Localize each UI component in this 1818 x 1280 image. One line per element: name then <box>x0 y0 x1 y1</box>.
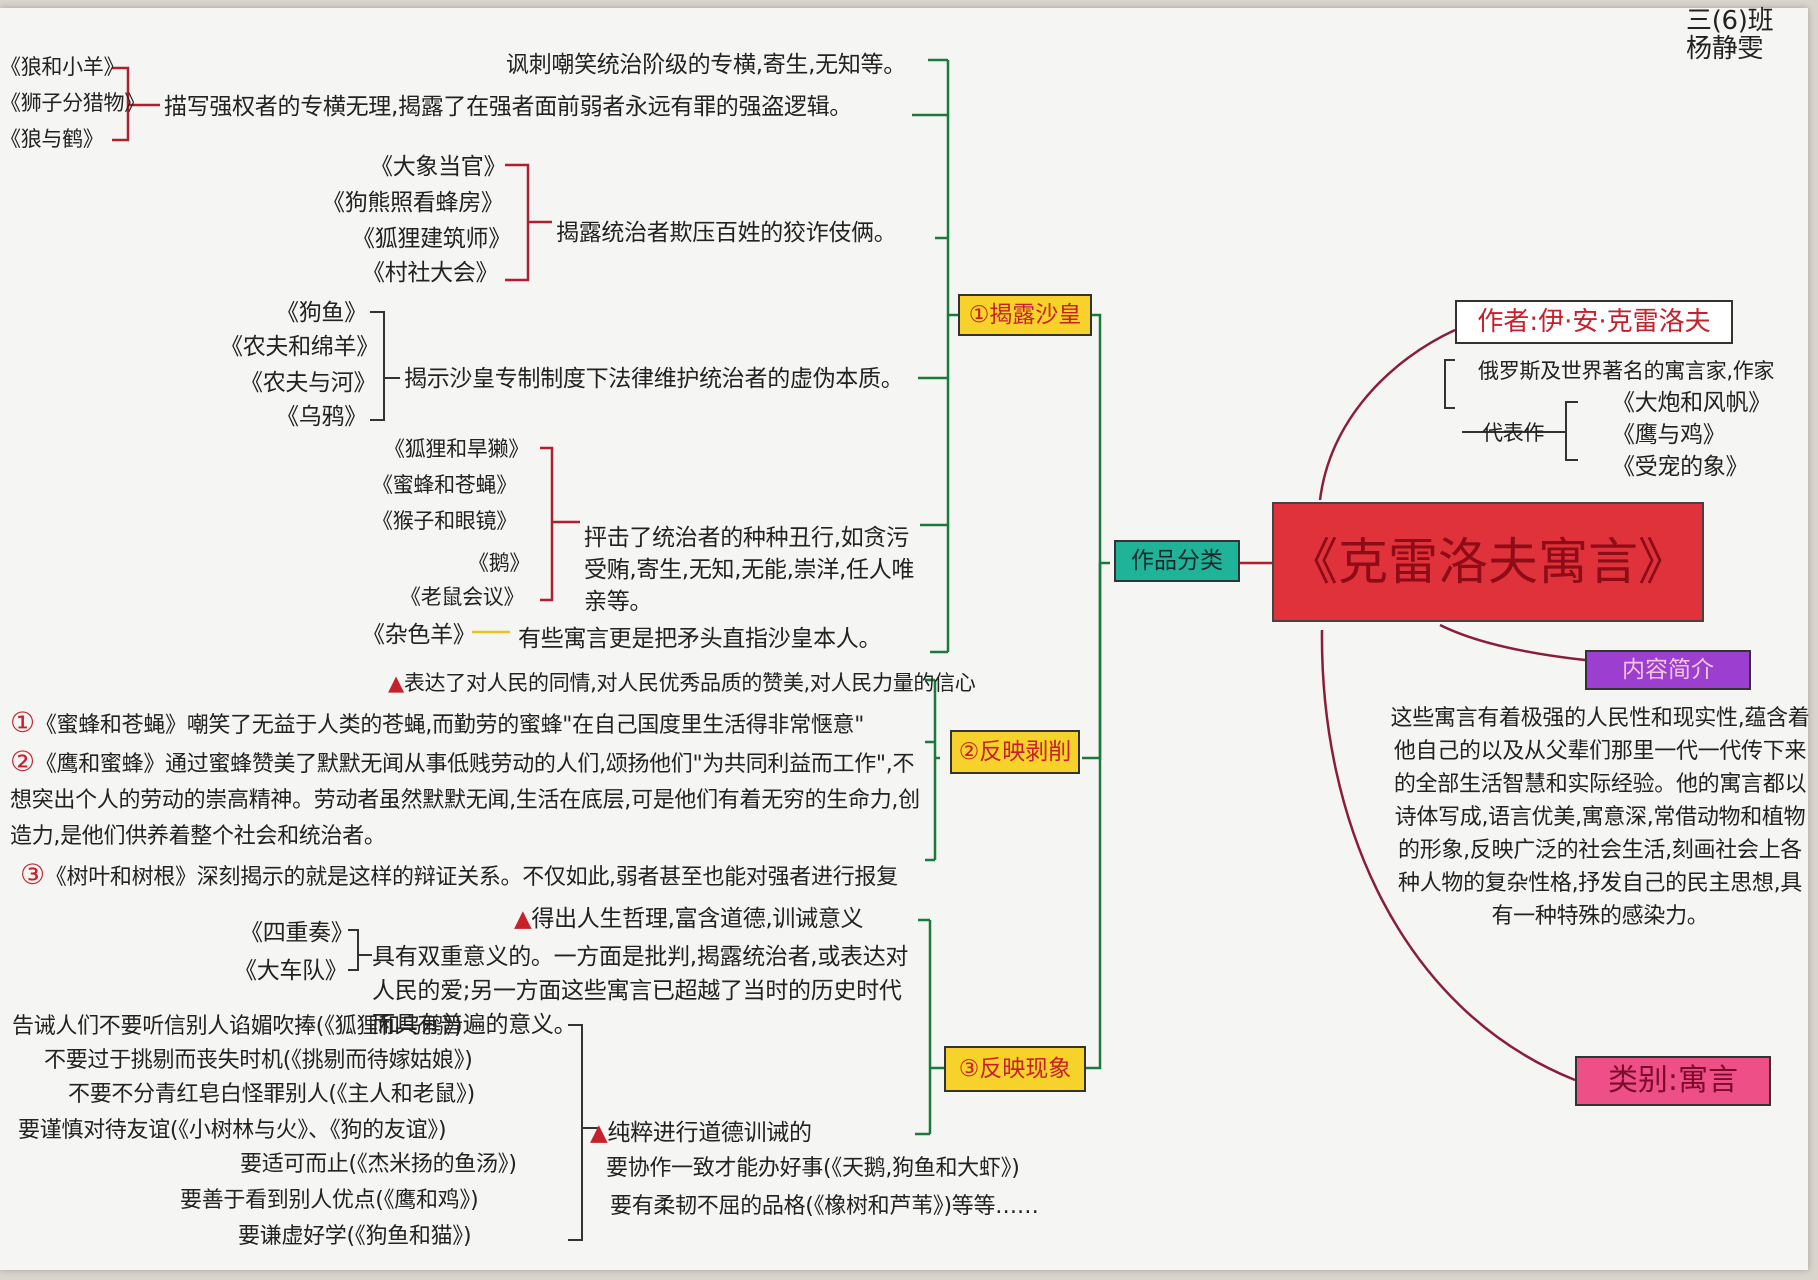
intro-title-box: 内容简介 <box>1585 650 1751 690</box>
section-2-item: ③《树叶和树根》深刻揭示的就是这样的辩证关系。不仅如此,弱者甚至也能对强者进行报… <box>20 858 1000 895</box>
section-3-lesson: 要有柔韧不屈的品格(《橡树和芦苇》)等等…… <box>610 1194 1039 1219</box>
section-2-item: ②《鹰和蜜蜂》通过蜜蜂赞美了默默无闻从事低贱劳动的人们,颂扬他们"为共同利益而工… <box>10 744 920 855</box>
circled-number-icon: ① <box>10 706 35 739</box>
paper-sheet <box>0 8 1808 1270</box>
curve-to-intro <box>1439 623 1586 662</box>
branch-to-section-1 <box>1092 313 1110 565</box>
author-description: 俄罗斯及世界著名的寓言家,作家 <box>1478 359 1775 383</box>
section-1-work: 《老鼠会议》 <box>400 585 525 609</box>
section-1-work: 《狼与鹤》 <box>0 127 104 151</box>
section-3-lesson: 要善于看到别人优点(《鹰和鸡》) <box>180 1188 479 1213</box>
section-1-work: 《农夫和绵羊》 <box>220 334 379 360</box>
section-1-work: 《鹅》 <box>468 551 531 575</box>
author-box: 作者:伊·安·克雷洛夫 <box>1455 300 1733 344</box>
section-3-summary-1: ▲得出人生哲理,富含道德,训诫意义 <box>514 904 864 934</box>
circled-number-icon: ② <box>10 745 35 778</box>
section-1-work: 《蜜蜂和苍蝇》 <box>372 473 517 497</box>
section-3-work: 《四重奏》 <box>240 920 354 946</box>
section-1-last-work: 《杂色羊》 <box>362 622 476 648</box>
section-3-lesson: 要谨慎对待友谊(《小树林与火》、《狗的友谊》) <box>18 1118 447 1143</box>
section-1-last-desc: 有些寓言更是把矛头直指沙皇本人。 <box>518 626 882 652</box>
section-1-work: 《农夫与河》 <box>240 370 377 396</box>
section-1-work: 《乌鸦》 <box>276 404 367 430</box>
section-1-work: 《猴子和眼镜》 <box>372 509 517 533</box>
section-1-group-desc: 揭示沙皇专制制度下法律维护统治者的虚伪本质。 <box>404 366 904 392</box>
section-2-item-text: 《蜜蜂和苍蝇》嘲笑了无益于人类的苍蝇,而勤劳的蜜蜂"在自己国度里生活得非常惬意" <box>34 713 865 738</box>
section-1-work: 《大象当官》 <box>370 154 507 180</box>
section-1-box: ①揭露沙皇 <box>958 294 1092 336</box>
section-3-lesson: 不要过于挑剔而丧失时机(《挑剔而待嫁姑娘》) <box>44 1048 473 1073</box>
work-item: 《大炮和风帆》 <box>1612 390 1771 416</box>
section-1-top-text: 讽刺嘲笑统治阶级的专横,寄生,无知等。 <box>506 52 906 78</box>
curve-to-category <box>1320 629 1576 1082</box>
section-1-group-desc: 抨击了统治者的种种丑行,如贪污受贿,寄生,无知,无能,崇洋,任人唯亲等。 <box>584 525 915 615</box>
works-label: 代表作 <box>1482 421 1545 445</box>
triangle-marker-icon: ▲ <box>514 906 532 932</box>
section-1-work: 《狐狸和旱獭》 <box>384 437 529 461</box>
branch-to-section-3 <box>1086 563 1102 1070</box>
section-1-work: 《村社大会》 <box>362 260 499 286</box>
section-2-item: ①《蜜蜂和苍蝇》嘲笑了无益于人类的苍蝇,而勤劳的蜜蜂"在自己国度里生活得非常惬意… <box>10 706 934 743</box>
section-1-group-desc: 揭露统治者欺压百姓的狡诈伎俩。 <box>556 220 897 246</box>
section-2-item-text: 《树叶和树根》深刻揭示的就是这样的辩证关系。不仅如此,弱者甚至也能对强者进行报复 <box>44 865 898 890</box>
section-3-box: ③反映现象 <box>944 1046 1086 1092</box>
section-2-summary-text: 表达了对人民的同情,对人民优秀品质的赞美,对人民力量的信心 <box>403 671 976 695</box>
section-3-desc-1: 具有双重意义的。一方面是批判,揭露统治者,或表达对人民的爱;另一方面这些寓言已超… <box>372 944 909 1038</box>
section-3-lesson: 要协作一致才能办好事(《天鹅,狗鱼和大虾》) <box>606 1156 1020 1181</box>
section-2-item-text: 《鹰和蜜蜂》通过蜜蜂赞美了默默无闻从事低贱劳动的人们,颂扬他们"为共同利益而工作… <box>10 752 920 849</box>
curve-to-author <box>1318 328 1456 501</box>
section-3-lesson: 要谦虚好学(《狗鱼和猫》) <box>238 1224 472 1249</box>
work-item: 《鹰与鸡》 <box>1612 422 1726 448</box>
intro-text: 这些寓言有着极强的人民性和现实性,蕴含着他自己的以及从父辈们那里一代一代传下来的… <box>1390 706 1810 929</box>
section-3-summary-1-text: 得出人生哲理,富含道德,训诫意义 <box>531 906 864 932</box>
classification-box: 作品分类 <box>1114 540 1240 582</box>
triangle-marker-icon: ▲ <box>590 1120 608 1146</box>
category-box: 类别:寓言 <box>1575 1056 1771 1106</box>
student-name: 杨静雯 <box>1686 34 1764 64</box>
section-1-work: 《狗熊照看蜂房》 <box>322 190 504 216</box>
section-2-summary: ▲表达了对人民的同情,对人民优秀品质的赞美,对人民力量的信心 <box>388 668 976 698</box>
section-2-box: ②反映剥削 <box>950 730 1080 774</box>
section-3-work: 《大车队》 <box>234 958 348 984</box>
section-3-summary-2: ▲纯粹进行道德训诫的 <box>590 1118 812 1148</box>
work-item: 《受宠的象》 <box>1612 454 1749 480</box>
section-1-work: 《狐狸建筑师》 <box>352 226 511 252</box>
section-1-work: 《狼和小羊》 <box>0 55 125 79</box>
central-topic: 《克雷洛夫寓言》 <box>1272 502 1704 622</box>
section-1-work: 《狗鱼》 <box>276 300 367 326</box>
section-1-work: 《狮子分猎物》 <box>0 91 145 115</box>
branch-to-section-2 <box>1082 563 1102 760</box>
class-label: 三(6)班 <box>1686 6 1774 36</box>
circled-number-icon: ③ <box>20 858 45 891</box>
section-3-lesson: 不要不分青红皂白怪罪别人(《主人和老鼠》) <box>68 1082 475 1107</box>
section-3-lesson: 告诫人们不要听信别人谄媚吹捧(《狐狸和乌鸦》) <box>12 1014 463 1039</box>
section-3-lesson: 要适可而止(《杰米扬的鱼汤》) <box>240 1152 517 1177</box>
triangle-marker-icon: ▲ <box>388 671 404 695</box>
section-3-summary-2-text: 纯粹进行道德训诫的 <box>607 1120 812 1146</box>
section-1-group-desc: 描写强权者的专横无理,揭露了在强者面前弱者永远有罪的强盗逻辑。 <box>164 94 853 120</box>
